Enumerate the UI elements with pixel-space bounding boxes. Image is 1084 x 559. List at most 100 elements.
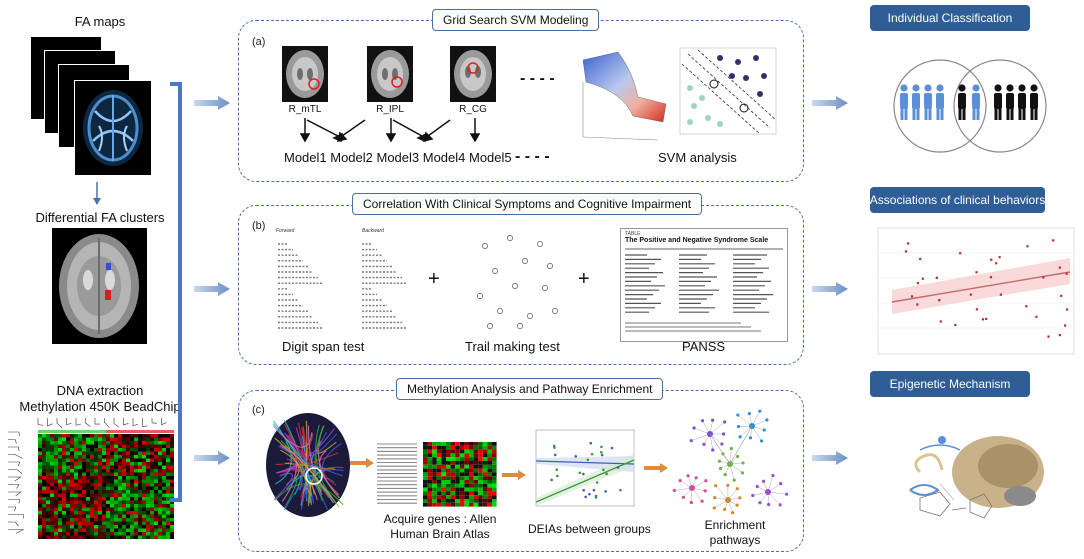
heatmap-cell (82, 511, 86, 515)
gene-heat-cell (487, 445, 492, 450)
trail-making-label: Trail making test (465, 339, 560, 354)
network-node (717, 459, 722, 463)
heatmap-cell (134, 465, 138, 469)
gene-heat-cell (459, 480, 465, 484)
heatmap-cell (98, 521, 102, 525)
heatmap-cell (158, 476, 162, 480)
heatmap-cell (62, 528, 66, 532)
heatmap-cell (90, 472, 94, 476)
trail-making-sheet (477, 235, 558, 329)
heatmap-cell (98, 525, 102, 529)
person-leg (940, 108, 944, 120)
heatmap-cell (166, 486, 170, 490)
person-leg (900, 108, 904, 120)
dendrogram-branch (8, 514, 24, 519)
heatmap-cell (62, 518, 66, 522)
network-node (762, 428, 766, 432)
heatmap-cell (158, 497, 162, 501)
fa-maps-label: FA maps (74, 14, 126, 29)
heatmap-cell (46, 434, 50, 438)
panss-label: PANSS (682, 339, 726, 354)
heatmap-cell (102, 476, 106, 480)
heatmap-cell (146, 469, 150, 473)
deias-point (616, 466, 620, 469)
heatmap-cell (162, 441, 166, 445)
dendrogram-branch (142, 418, 148, 427)
heatmap-cell (82, 451, 86, 455)
heatmap-cell (166, 441, 170, 445)
heatmap-cell (86, 434, 90, 438)
heatmap-cell (106, 490, 110, 494)
gene-heat-cell (482, 487, 488, 492)
heatmap-cell (146, 497, 150, 501)
heatmap-cell (162, 514, 166, 518)
heatmap-cell (126, 458, 130, 462)
network-node (785, 492, 789, 496)
brain-slice-ipl (367, 46, 413, 102)
gene-heat-cell (450, 476, 456, 480)
heatmap-cell (154, 535, 158, 539)
tract-fiber (274, 437, 311, 504)
heatmap-cell (118, 479, 122, 483)
gene-heat-cell (473, 457, 479, 461)
heatmap-cell (170, 490, 174, 494)
person-head (900, 84, 908, 92)
gene-expression-table (375, 440, 500, 508)
person-head (912, 84, 920, 92)
heatmap-cell (98, 514, 102, 518)
heatmap-cell (74, 465, 78, 469)
heatmap-cell (94, 451, 98, 455)
heatmap-cell (162, 500, 166, 504)
heatmap-cell (66, 483, 70, 487)
heatmap-cell (110, 451, 114, 455)
heatmap-cell (42, 448, 46, 452)
heatmap-cell (94, 479, 98, 483)
heatmap-cell (102, 462, 106, 466)
heatmap-cell (90, 486, 94, 490)
heatmap-cell (86, 486, 90, 490)
heatmap-cell (102, 514, 106, 518)
trail-node (522, 258, 528, 264)
gene-heat-cell (455, 453, 460, 458)
trail-node (482, 243, 488, 249)
digit-span-table: Forward Backward (272, 228, 412, 336)
heatmap-cell (170, 444, 174, 448)
heatmap-cell (162, 521, 166, 525)
network-node (765, 418, 769, 422)
gene-heat-cell (478, 499, 483, 503)
heatmap-cell (38, 525, 42, 529)
heatmap-cell (158, 511, 162, 515)
heatmap-cell (78, 462, 82, 466)
gene-heat-cell (478, 480, 483, 484)
gene-heat-cell (464, 480, 469, 484)
gene-heat-cell (450, 464, 456, 469)
heatmap-cell (138, 497, 142, 501)
digit-span-rows (278, 243, 407, 329)
heatmap-cell (166, 507, 170, 511)
gene-heat-cell (492, 442, 497, 446)
dendrogram-branch (8, 446, 20, 452)
heatmap-cell (126, 500, 130, 504)
heatmap-cell (50, 493, 54, 497)
gene-heat-cell (441, 461, 446, 465)
heatmap-cell (134, 472, 138, 476)
heatmap-cell (106, 493, 110, 497)
heatmap-cell (82, 490, 86, 494)
heatmap-cell (70, 507, 74, 511)
gene-heat-cell (423, 468, 428, 473)
heatmap-cell (162, 493, 166, 497)
gene-heat-cell (441, 483, 446, 488)
region-label-ipl: R_IPL (376, 104, 404, 115)
network-node (711, 448, 715, 452)
gene-heat-cell (427, 464, 433, 469)
trail-node (527, 313, 533, 319)
heatmap-cell (138, 437, 142, 441)
heatmap-cell (86, 493, 90, 497)
deias-point (595, 481, 599, 484)
gene-heat-cell (469, 499, 474, 503)
heatmap-cell (130, 532, 134, 536)
network-node (741, 461, 745, 465)
corr-point (954, 323, 957, 327)
tract-roi (305, 467, 323, 485)
heatmap-cell (66, 469, 70, 473)
